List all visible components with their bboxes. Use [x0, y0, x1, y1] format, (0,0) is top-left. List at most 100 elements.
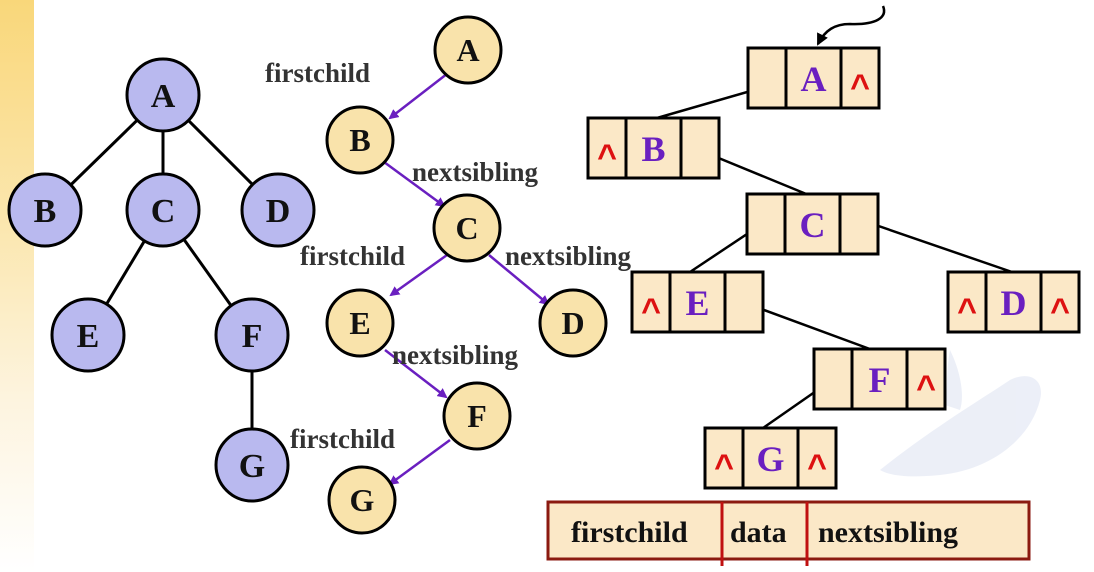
data-field: E: [685, 283, 709, 323]
node-circle: [538, 288, 608, 358]
storage-node-d: D ^ ^: [946, 270, 1081, 334]
edge-A-B-firstchild: [388, 69, 453, 120]
binary-tree-nodes: A B C E D F G: [325, 15, 608, 535]
legend-nextsibling: nextsibling: [818, 516, 958, 549]
binary-tree-node-g: G: [327, 465, 397, 535]
storage-node-box: [586, 116, 721, 180]
general-tree-node-c: C: [125, 172, 201, 248]
null-nextsibling-marker: ^: [807, 448, 827, 486]
general-tree-nodes: A B C D E F G: [7, 57, 316, 503]
storage-node-g: G ^ ^: [703, 426, 838, 490]
storage-node-f: F^: [812, 347, 947, 411]
binary-tree-node-b: B: [325, 105, 395, 175]
legend-box: [546, 500, 1031, 561]
binary-tree-edge-labels: firstchild nextsibling firstchild nextsi…: [265, 58, 632, 454]
node-circle: [7, 172, 83, 248]
storage-node-box: [630, 270, 765, 334]
node-label: B: [349, 122, 370, 158]
storage-node-box: [812, 347, 947, 411]
binary-tree-node-d: D: [538, 288, 608, 358]
data-field: D: [1001, 283, 1027, 323]
node-label: E: [349, 305, 370, 341]
data-field: F: [869, 360, 891, 400]
binary-tree-edges: [383, 69, 550, 486]
node-circle: [432, 193, 502, 263]
node-label: E: [77, 318, 100, 355]
data-field: B: [641, 129, 665, 169]
general-tree-node-e: E: [50, 297, 126, 373]
dove-watermark: [880, 350, 1041, 477]
edge-label-firstchild: firstchild: [300, 241, 405, 271]
node-label: C: [151, 193, 176, 230]
node-label: F: [242, 318, 263, 355]
edge-label-nextsibling: nextsibling: [412, 157, 539, 187]
legend-firstchild: firstchild: [571, 516, 688, 549]
node-circle: [325, 105, 395, 175]
binary-tree-node-f: F: [442, 381, 512, 451]
edge-label-nextsibling: nextsibling: [505, 241, 632, 271]
node-label: D: [266, 193, 291, 230]
storage-node-box: [703, 426, 838, 490]
linked-storage-nodes: A^B^CE^D^^F^G^^: [586, 46, 1081, 490]
node-label: A: [456, 32, 479, 68]
node-label: A: [151, 78, 176, 115]
edge-label-nextsibling: nextsibling: [392, 340, 519, 370]
node-label: G: [350, 482, 375, 518]
storage-node-b: B^: [586, 116, 721, 180]
general-tree-node-f: F: [214, 297, 290, 373]
slide-accent-bar: [0, 0, 34, 572]
node-circle: [214, 297, 290, 373]
link-E-F: [744, 301, 879, 354]
node-label: B: [34, 193, 57, 230]
node-circle: [327, 465, 397, 535]
edge-label-firstchild: firstchild: [265, 58, 370, 88]
storage-node-box: [946, 270, 1081, 334]
null-firstchild-marker: ^: [597, 138, 617, 176]
binary-tree-node-e: E: [325, 288, 395, 358]
node-label: F: [467, 398, 487, 434]
null-firstchild-marker: ^: [957, 292, 977, 330]
data-field: A: [801, 59, 827, 99]
node-circle: [240, 172, 316, 248]
null-firstchild-marker: ^: [714, 448, 734, 486]
node-label: C: [455, 210, 478, 246]
edge-label-firstchild: firstchild: [290, 424, 395, 454]
node-label: G: [239, 448, 265, 485]
null-nextsibling-marker: ^: [1050, 292, 1070, 330]
binary-tree-node-a: A: [433, 15, 503, 85]
storage-node-a: A^: [746, 46, 881, 110]
link-B-C: [703, 150, 817, 200]
node-circle: [325, 288, 395, 358]
root-pointer-arrow: [816, 5, 886, 46]
null-nextsibling-marker: ^: [850, 68, 870, 106]
node-circle: [50, 297, 126, 373]
storage-node-box: [745, 192, 880, 256]
node-label: D: [561, 305, 584, 341]
binary-tree-node-c: C: [432, 193, 502, 263]
data-field: G: [756, 439, 784, 479]
link-C-D: [860, 218, 1013, 274]
general-tree: [43, 93, 280, 465]
edge-B-C-nextsibling: [383, 160, 446, 208]
node-circle: [442, 381, 512, 451]
node-circle: [125, 172, 201, 248]
node-circle: [214, 427, 290, 503]
node-structure-legend: firstchild data nextsibling: [546, 500, 1031, 566]
storage-node-box: [746, 46, 881, 110]
edge-C-D-nextsibling: [488, 254, 550, 306]
null-nextsibling-marker: ^: [916, 369, 936, 407]
node-circle: [125, 57, 201, 133]
edge-C-E-firstchild: [389, 253, 448, 297]
general-tree-node-a: A: [125, 57, 201, 133]
general-tree-node-d: D: [240, 172, 316, 248]
legend-data: data: [730, 516, 787, 549]
edge-E-F-nextsibling: [384, 349, 448, 399]
edge-F-G-firstchild: [388, 438, 451, 486]
general-tree-node-b: B: [7, 172, 83, 248]
general-tree-node-g: G: [214, 427, 290, 503]
storage-node-e: E^: [630, 270, 765, 334]
storage-node-c: C: [745, 192, 880, 256]
node-circle: [433, 15, 503, 85]
data-field: C: [800, 205, 826, 245]
